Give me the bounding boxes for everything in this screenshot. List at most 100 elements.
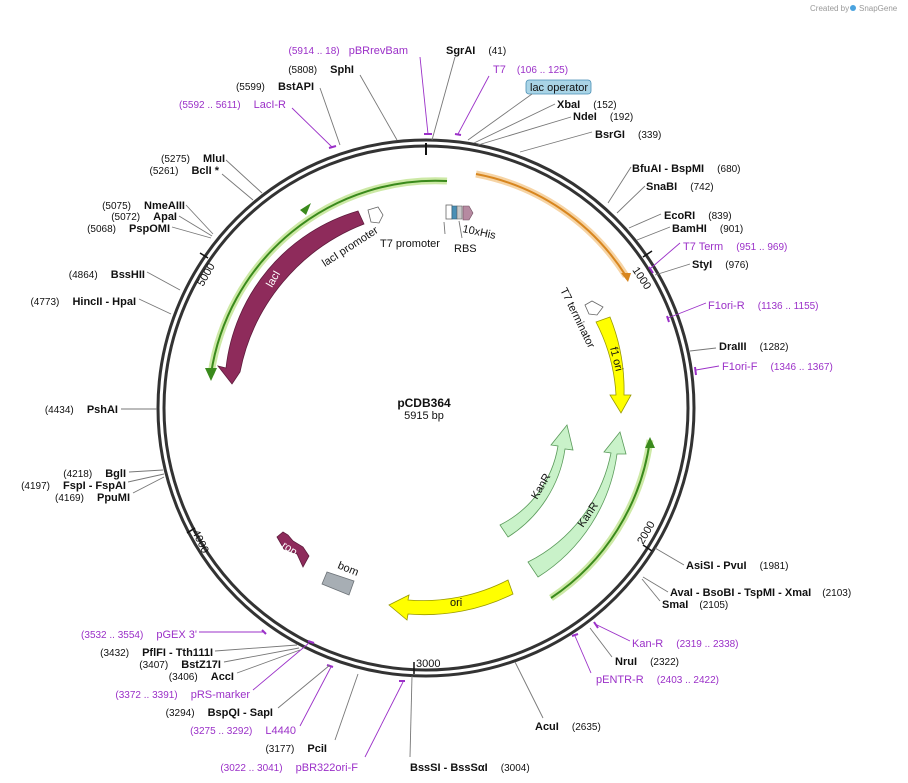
leader-kan-r — [594, 623, 631, 642]
t7-terminator-arrow — [584, 300, 604, 316]
pos-laci-r: (5592 .. 5611) — [179, 100, 241, 111]
orf-arc-left-head — [205, 368, 217, 381]
leader-t7 — [457, 75, 490, 135]
leader-t7term — [650, 242, 681, 269]
name-pspomi: PspOMI — [129, 223, 170, 235]
leader-f1ori-f — [695, 365, 720, 371]
label-t7term: T7 Term (951 .. 969) — [683, 241, 787, 253]
cds-orange-halo — [475, 170, 629, 278]
his-tag-feature — [462, 205, 474, 221]
pos-pgex: (3532 .. 3554) — [81, 630, 143, 641]
primer-mark-l4440 — [326, 664, 334, 668]
primer-mark-prs-marker — [307, 640, 315, 644]
name-acci: AccI — [211, 671, 234, 683]
leader-snabi — [616, 185, 646, 214]
pos-bstapi: (5599) — [236, 82, 265, 93]
orf-arc-left — [210, 179, 448, 375]
leader-sgrai — [431, 56, 456, 141]
leader-sphi — [359, 74, 398, 141]
leader-f1ori-r — [667, 302, 707, 319]
label-sgrai: SgrAI (41) — [446, 45, 506, 57]
leader-avai — [642, 576, 669, 593]
orf-arc-right-head — [645, 437, 655, 448]
pos-t7term: (951 .. 969) — [736, 242, 787, 253]
leader-pbr322ori-f — [364, 681, 404, 758]
credit-brand: SnapGene — [859, 4, 898, 13]
name-pentr-r: pENTR-R — [596, 674, 644, 686]
tick-1000 — [642, 250, 653, 258]
label-bfuai: BfuAI - BspMI (680) — [632, 163, 741, 175]
tick-5000 — [199, 252, 209, 259]
label-bsshii: (4864) BssHII — [69, 269, 145, 281]
tick-4000 — [186, 527, 196, 534]
label-avai: AvaI - BsoBI - TspMI - XmaI (2103) — [670, 587, 851, 599]
label-bspqi: (3294) BspQI - SapI — [166, 707, 273, 719]
pos-bcli: (5261) — [150, 166, 179, 177]
label-l4440: (3275 .. 3292) L4440 — [190, 725, 296, 737]
leader-bsssi — [409, 675, 413, 758]
label-fspi: (4197) FspI - FspAI — [21, 480, 126, 492]
label-apai: (5072) ApaI — [111, 211, 177, 223]
label-ndei: NdeI (192) — [573, 111, 633, 123]
label-pshai: (4434) PshAI — [45, 404, 118, 416]
leader-styi — [654, 263, 691, 276]
leader-pentr-r — [574, 635, 592, 674]
pos-pcii: (3177) — [265, 744, 294, 755]
label-t7: T7 (106 .. 125) — [493, 64, 568, 76]
name-ndei: NdeI — [573, 111, 597, 123]
name-bstapi: BstAPI — [278, 81, 314, 93]
t7-promoter-box — [445, 204, 453, 220]
leader-bstapi — [319, 87, 341, 146]
leader-bstz17i — [223, 647, 300, 663]
leader-acui — [514, 661, 544, 719]
name-bspqi: BspQI - SapI — [208, 707, 273, 719]
features: lacI lacI promoter T7 promoter RBS 10xHi… — [205, 79, 655, 621]
name-bsssi: BssSI - BssSαI — [410, 762, 488, 774]
pos-mlui: (5275) — [161, 154, 190, 165]
label-f1ori-r: F1ori-R (1136 .. 1155) — [708, 300, 819, 312]
label-nrui: NruI (2322) — [615, 656, 679, 668]
label-bcli: (5261) BclI * — [150, 165, 220, 177]
leader-l4440 — [299, 666, 332, 727]
pos-pspomi: (5068) — [87, 224, 116, 235]
primer-mark-f1ori-r — [666, 315, 670, 323]
leader-nrui — [589, 627, 613, 658]
pos-l4440: (3275 .. 3292) — [190, 726, 252, 737]
label-bamhi: BamHI (901) — [672, 223, 743, 235]
label-draiii: DraIII (1282) — [719, 341, 788, 353]
primer-mark-laci-r — [328, 145, 337, 149]
name-l4440: L4440 — [265, 725, 296, 737]
label-nmeaiii: (5075) NmeAIII — [102, 200, 185, 212]
pos-kan-r: (2319 .. 2338) — [676, 639, 738, 650]
pos-avai: (2103) — [822, 588, 851, 599]
name-acui: AcuI — [535, 721, 559, 733]
pos-bsrgi: (339) — [638, 130, 661, 141]
label-pflfi: (3432) PflFI - Tth111I — [100, 647, 213, 659]
leader-bspqi — [277, 664, 331, 709]
leader-bsrgi — [519, 131, 593, 153]
label-hincii: (4773) HincII - HpaI — [30, 296, 136, 308]
his-label: 10xHis — [461, 223, 497, 242]
pos-f1ori-f: (1346 .. 1367) — [771, 362, 833, 373]
leader-bgli — [128, 469, 164, 473]
leader-ppumi — [132, 476, 165, 494]
leader-pbrrevbam — [419, 56, 429, 135]
leader-laci-r — [291, 107, 333, 148]
pos-sgrai: (41) — [488, 46, 506, 57]
pos-ppumi: (4169) — [55, 493, 84, 504]
leader-nmeaiii — [185, 204, 214, 235]
label-xbai: XbaI (152) — [557, 99, 617, 111]
t7-promoter-leader — [443, 221, 446, 235]
name-laci-r: LacI-R — [254, 99, 286, 111]
pos-nmeaiii: (5075) — [102, 201, 131, 212]
name-snabi: SnaBI — [646, 181, 677, 193]
t7-terminator-label: T7 terminator — [557, 286, 597, 350]
credit: Created by SnapGene — [810, 4, 898, 13]
name-nmeaiii: NmeAIII — [144, 200, 185, 212]
name-ppumi: PpuMI — [97, 492, 130, 504]
name-f1ori-f: F1ori-F — [722, 361, 758, 373]
pos-bsshii: (4864) — [69, 270, 98, 281]
pos-pbrrevbam: (5914 .. 18) — [288, 46, 339, 57]
name-asisi: AsiSI - PvuI — [686, 560, 747, 572]
